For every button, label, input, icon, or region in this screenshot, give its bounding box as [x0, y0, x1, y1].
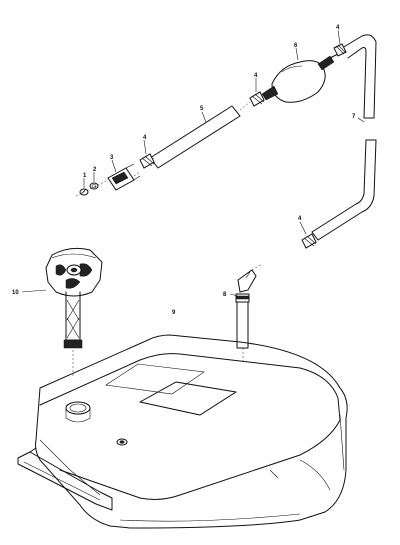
- fuel-hose-7: [311, 34, 377, 241]
- primer-bulb: [261, 53, 339, 103]
- callout-4-lower: 4: [298, 216, 302, 222]
- hose-clamp-center: [249, 91, 265, 107]
- fuel-tank: [17, 334, 348, 529]
- tank-fitting: [235, 263, 263, 362]
- alignment-line-top: [75, 55, 335, 197]
- callout-4-left: 4: [143, 135, 147, 141]
- callout-3: 3: [110, 155, 114, 161]
- hose-clamp-left: [139, 153, 155, 169]
- callout-8: 8: [223, 292, 227, 298]
- callout-7: 7: [352, 114, 356, 120]
- fuel-gauge-assembly: [45, 247, 103, 376]
- callout-10: 10: [12, 290, 19, 296]
- hose-clamp-lower: [301, 233, 317, 249]
- callout-2: 2: [93, 167, 97, 173]
- callout-6: 6: [294, 43, 298, 49]
- callout-leaders: [21, 29, 365, 297]
- callout-4-center: 4: [254, 73, 258, 79]
- callout-4-upper-right: 4: [336, 25, 340, 31]
- callout-1: 1: [83, 173, 87, 179]
- callout-5: 5: [200, 106, 204, 112]
- hose-clamp-upper-right: [333, 43, 347, 57]
- o-ring: [89, 182, 99, 190]
- fuel-connector: [107, 163, 141, 191]
- fuel-hose-5: [149, 105, 241, 169]
- callout-9: 9: [172, 310, 176, 316]
